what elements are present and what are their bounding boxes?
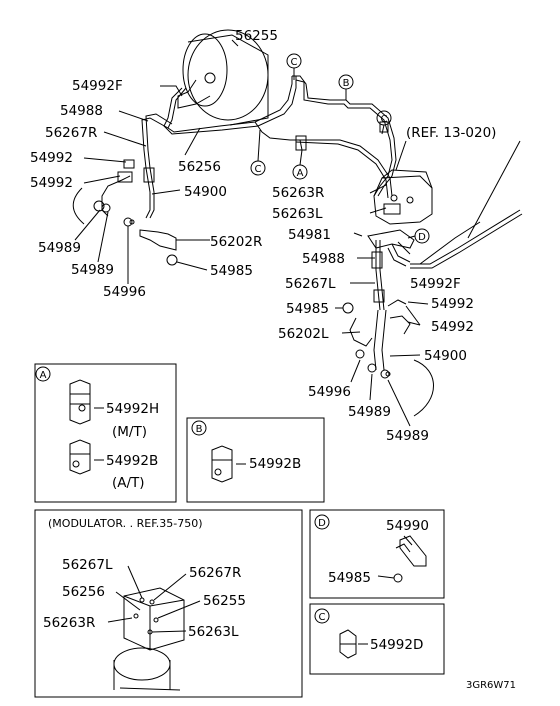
inset-modulator-box	[34, 509, 303, 698]
inset-mod-56263R: 56263R	[43, 615, 95, 631]
ref-label: (REF. 13-020)	[406, 125, 496, 141]
inset-d-letter: D	[318, 518, 326, 529]
callout-c-2: C	[381, 114, 388, 125]
label-54992F-top: 54992F	[72, 78, 123, 94]
inset-mod-56267R: 56267R	[189, 565, 241, 581]
inset-modulator-title: (MODULATOR. . REF.35-750)	[48, 517, 203, 530]
inset-d-part2: 54985	[328, 570, 371, 586]
label-54989-b: 54989	[71, 262, 114, 278]
callout-c-1: C	[291, 57, 298, 68]
label-56202R: 56202R	[210, 234, 262, 250]
inset-b-box	[186, 417, 325, 503]
label-54992-b: 54992	[30, 175, 73, 191]
inset-mod-56255: 56255	[203, 593, 246, 609]
inset-d-box	[309, 509, 445, 599]
inset-a-box	[34, 363, 177, 503]
inset-a-letter: A	[40, 370, 47, 381]
label-54989-c: 54989	[348, 404, 391, 420]
inset-d-part1: 54990	[386, 518, 429, 534]
inset-b-letter: B	[196, 424, 203, 435]
label-54992-a: 54992	[30, 150, 73, 166]
label-54992-right1: 54992	[431, 296, 474, 312]
callout-a-1: A	[297, 168, 304, 179]
label-56263R-top: 56263R	[272, 185, 324, 201]
label-56256-top: 56256	[178, 159, 221, 175]
inset-mod-56267L: 56267L	[62, 557, 113, 573]
label-56263L-top: 56263L	[272, 206, 323, 222]
callout-b-1: B	[343, 78, 350, 89]
label-54992F-right: 54992F	[410, 276, 461, 292]
inset-mod-56256: 56256	[62, 584, 105, 600]
label-54985-left: 54985	[210, 263, 253, 279]
part-labels: 56255 54992F 54988 56267R 54992 54992 56…	[30, 28, 496, 444]
label-54996-left: 54996	[103, 284, 146, 300]
inset-modulator-drawing	[107, 565, 201, 691]
inset-a-parts	[35, 366, 104, 475]
label-54988-right: 54988	[302, 251, 345, 267]
inset-c-text: C 54992D	[319, 612, 424, 653]
label-54989-a: 54989	[38, 240, 81, 256]
inset-a-part1: 54992H	[106, 401, 159, 417]
inset-modulator-text: (MODULATOR. . REF.35-750) 56267L 56267R …	[43, 517, 246, 640]
callout-c-3: C	[255, 164, 262, 175]
leader-lines	[74, 39, 521, 427]
label-54996-right: 54996	[308, 384, 351, 400]
label-54989-d: 54989	[386, 428, 429, 444]
callout-circles	[250, 53, 430, 244]
main-brake-pipes	[141, 75, 397, 199]
inset-c-parts	[314, 608, 368, 659]
label-54900-left: 54900	[184, 184, 227, 200]
abs-modulator-drawing	[367, 169, 433, 267]
inset-a-part2: 54992B	[106, 453, 158, 469]
inset-b-parts	[191, 420, 246, 483]
inset-c-box	[309, 603, 445, 675]
ref-pipe	[410, 209, 523, 269]
label-56267L-right: 56267L	[285, 276, 336, 292]
inset-a-text: A 54992H (M/T) 54992B (A/T)	[40, 370, 160, 491]
label-54988-top: 54988	[60, 103, 103, 119]
inset-a-note2: (A/T)	[112, 475, 145, 491]
label-56202L: 56202L	[278, 326, 329, 342]
left-hose-assembly	[72, 159, 178, 266]
label-54981: 54981	[288, 227, 331, 243]
inset-a-note1: (M/T)	[112, 424, 147, 440]
brake-booster-drawing	[177, 29, 269, 126]
inset-d-parts	[314, 514, 427, 583]
inset-b-part: 54992B	[249, 456, 301, 472]
inset-d-text: D 54990 54985	[318, 518, 429, 586]
label-54992-right2: 54992	[431, 319, 474, 335]
inset-c-part: 54992D	[370, 637, 423, 653]
label-56255: 56255	[235, 28, 278, 44]
inset-b-text: B 54992B	[196, 424, 302, 472]
inset-c-letter: C	[319, 612, 326, 623]
callout-letters: C B C C A D	[255, 57, 427, 243]
label-56267R-top: 56267R	[45, 125, 97, 141]
callout-d-1: D	[418, 232, 426, 243]
diagram-code: 3GR6W71	[466, 680, 516, 691]
label-54900-right: 54900	[424, 348, 467, 364]
inset-mod-56263L: 56263L	[188, 624, 239, 640]
right-hose-assembly	[342, 240, 434, 417]
label-54985-right: 54985	[286, 301, 329, 317]
